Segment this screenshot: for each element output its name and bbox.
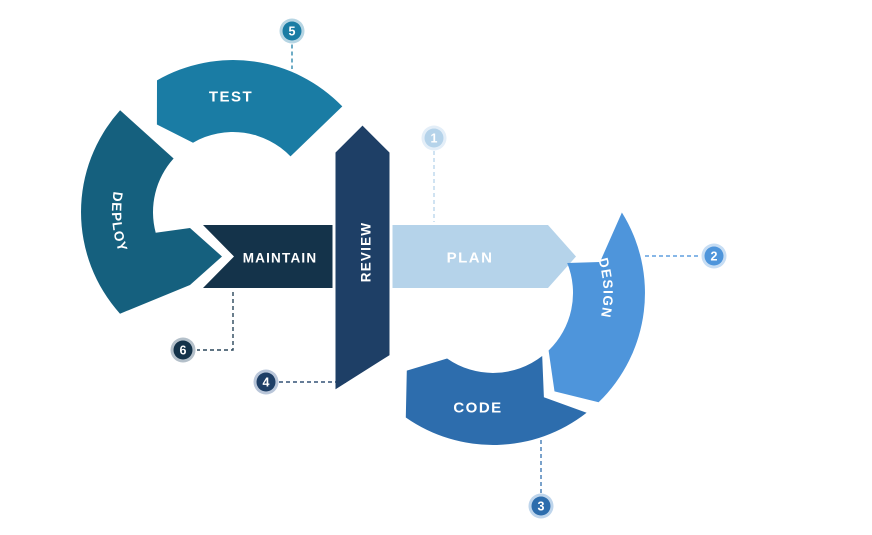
badge-2: 2 xyxy=(701,243,727,269)
badge-6-number: 6 xyxy=(180,344,187,358)
badge-5: 5 xyxy=(279,18,305,44)
review-segment xyxy=(332,121,393,395)
badge-1-circle xyxy=(424,128,444,148)
badge-5-circle xyxy=(282,21,302,41)
code-segment xyxy=(405,356,587,446)
plan-segment xyxy=(356,225,576,288)
badge-2-number: 2 xyxy=(711,250,718,264)
badge-1: 1 xyxy=(421,125,447,151)
test-label: TEST xyxy=(209,89,253,106)
badge-3-circle xyxy=(531,496,551,516)
badge-4-number: 4 xyxy=(263,376,270,390)
badge-1-number: 1 xyxy=(431,132,438,146)
badge-3-number: 3 xyxy=(538,500,545,514)
deploy-segment xyxy=(81,110,223,314)
badge-4: 4 xyxy=(253,369,279,395)
badge-6-circle xyxy=(173,340,193,360)
review-label: REVIEW xyxy=(359,222,374,282)
badge-4-circle xyxy=(256,372,276,392)
test-segment xyxy=(156,60,343,157)
code-label: CODE xyxy=(453,400,502,417)
plan-label: PLAN xyxy=(447,250,494,267)
design-segment xyxy=(548,212,645,403)
badge-5-number: 5 xyxy=(289,25,296,39)
badge-6: 6 xyxy=(170,337,196,363)
maintain-segment xyxy=(203,225,370,288)
badge-6-connector xyxy=(197,292,234,351)
badge-2-circle xyxy=(704,246,724,266)
badge-3: 3 xyxy=(528,493,554,519)
design-label-text: DESIGN xyxy=(595,256,614,320)
maintain-label: MAINTAIN xyxy=(243,251,318,266)
design-label: DESIGN xyxy=(595,256,615,320)
